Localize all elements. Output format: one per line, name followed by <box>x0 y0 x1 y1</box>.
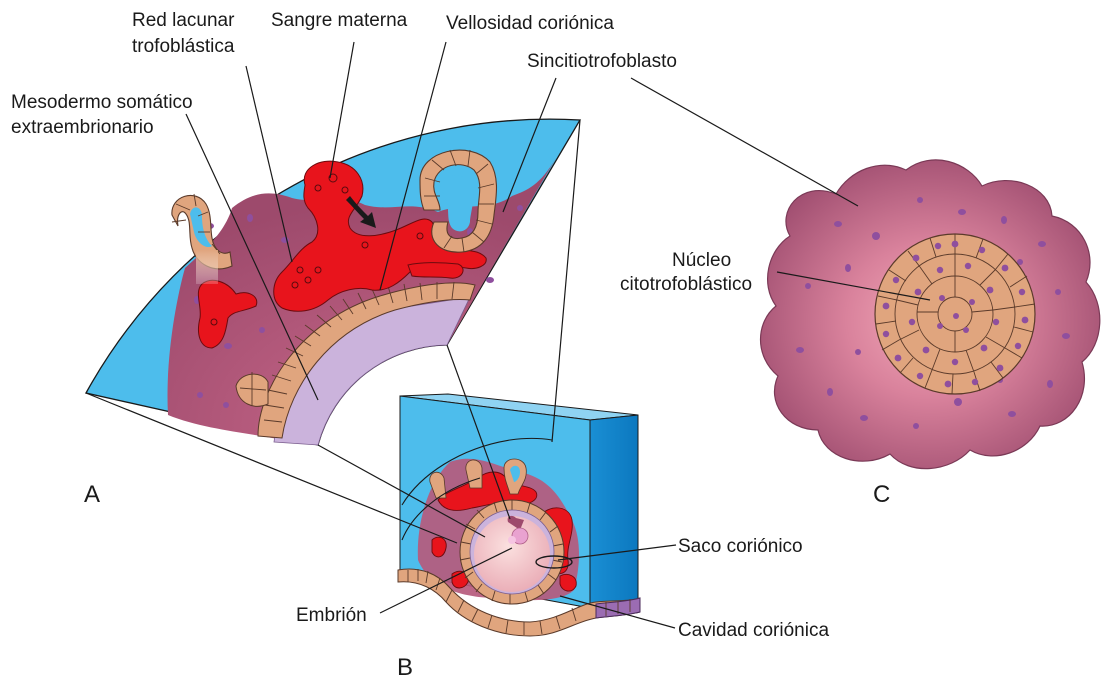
label-sincitiotrofoblasto: Sincitiotrofoblasto <box>527 51 677 72</box>
label-saco-corionico: Saco coriónico <box>678 536 803 557</box>
label-embrion: Embrión <box>296 605 367 626</box>
panel-letter-a: A <box>84 481 100 508</box>
label-mesodermo-line2: extraembrionario <box>11 117 154 138</box>
panel-letter-b: B <box>397 654 413 679</box>
chorionic-cavity <box>474 516 550 592</box>
label-red-lacunar-line1: Red lacunar <box>132 10 235 31</box>
panel-c-syncytium <box>761 160 1100 469</box>
panel-a-fan <box>86 119 580 445</box>
label-vellosidad-corionica: Vellosidad coriónica <box>446 13 614 34</box>
label-nucleo-line2: citotrofoblástico <box>620 274 752 295</box>
panel-letter-c: C <box>873 481 890 508</box>
label-sangre-materna: Sangre materna <box>271 10 408 31</box>
label-cavidad-corionica: Cavidad coriónica <box>678 620 829 641</box>
label-red-lacunar-line2: trofoblástica <box>132 36 235 57</box>
label-nucleo-line1: Núcleo <box>672 250 731 271</box>
panel-b-block <box>398 394 640 636</box>
label-mesodermo-line1: Mesodermo somático <box>11 92 193 113</box>
cytotrophoblast-cluster-c <box>875 234 1035 394</box>
block-side-face <box>590 415 638 608</box>
